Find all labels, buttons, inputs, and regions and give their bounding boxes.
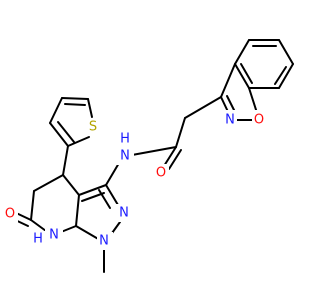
atom-bg	[45, 226, 63, 244]
bond	[30, 219, 47, 232]
bond	[98, 189, 111, 209]
atom-bg	[252, 110, 266, 128]
bond	[278, 63, 294, 89]
bond	[234, 63, 250, 89]
bond	[33, 174, 64, 192]
isoxazole-oxygen-atom: O	[254, 113, 264, 128]
atom-bg	[29, 231, 45, 247]
bond	[61, 97, 89, 100]
bond	[62, 145, 69, 176]
bond	[226, 95, 236, 113]
bond	[163, 146, 177, 167]
bond	[67, 136, 90, 147]
bond	[278, 39, 294, 65]
bond	[184, 96, 222, 119]
bond	[274, 66, 287, 85]
bond	[75, 194, 80, 227]
bond	[131, 146, 177, 156]
lactam-hydrogen-atom: H	[33, 232, 43, 247]
lactam-nitrogen-atom: N	[49, 228, 59, 243]
atom-bg	[97, 232, 113, 250]
atom-labels: S O N N H O N N N H O	[2, 110, 266, 250]
bond	[57, 121, 75, 143]
bond	[234, 39, 250, 65]
bond	[78, 184, 107, 196]
bond	[81, 192, 105, 202]
bond	[175, 117, 186, 148]
bond	[168, 149, 182, 170]
bond	[105, 162, 120, 186]
molecule-structure: S O N N H O N N N H O	[2, 39, 294, 273]
atom-bg	[116, 204, 132, 222]
pyrazole-n1-atom: N	[99, 234, 109, 249]
atom-bg	[86, 118, 100, 134]
bond	[62, 174, 80, 196]
isoxazole-nitrogen-atom: N	[225, 113, 235, 128]
bonds	[10, 39, 294, 273]
atom-bg	[153, 164, 169, 182]
bond	[87, 98, 93, 118]
bond	[30, 190, 35, 221]
amide-hydrogen-atom: H	[120, 132, 130, 147]
atom-bg	[116, 147, 134, 165]
amide-nitrogen-atom: N	[120, 149, 130, 164]
bond	[220, 63, 236, 98]
lactam-oxygen-atom: O	[5, 207, 15, 222]
bond	[64, 103, 86, 106]
atom-bg	[223, 110, 237, 128]
bond	[60, 225, 77, 233]
bond	[105, 184, 119, 206]
bond	[49, 122, 69, 147]
bond	[75, 225, 101, 241]
bond	[240, 63, 253, 84]
atom-bg	[2, 206, 18, 224]
atom-bg	[116, 131, 134, 147]
amide-oxygen-atom: O	[156, 166, 166, 181]
sulfur-atom: S	[89, 120, 97, 135]
pyrazole-n2-atom: N	[119, 206, 129, 221]
bond	[49, 97, 63, 124]
